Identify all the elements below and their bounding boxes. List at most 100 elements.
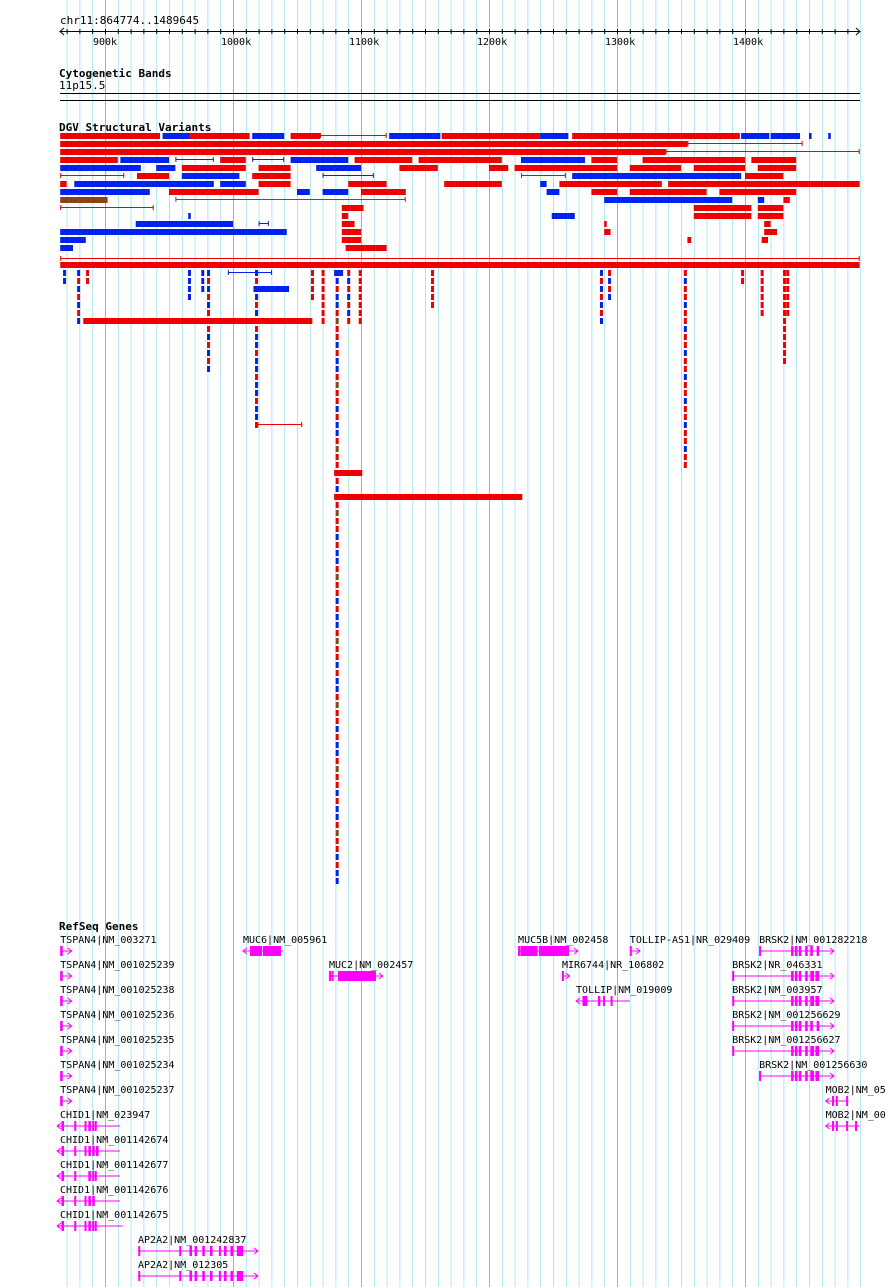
dgv-variant[interactable] (600, 286, 603, 292)
dgv-variant[interactable] (77, 278, 81, 284)
dgv-variant[interactable] (137, 173, 169, 179)
dgv-variant[interactable] (335, 790, 339, 796)
gene-exon[interactable] (794, 1046, 798, 1056)
dgv-variant[interactable] (786, 302, 790, 308)
dgv-variant[interactable] (335, 854, 339, 860)
gene-exon[interactable] (846, 1096, 849, 1106)
dgv-variant[interactable] (783, 310, 787, 316)
dgv-variant[interactable] (683, 366, 687, 372)
gene-label[interactable]: CHID1|NM_001142677 (60, 1160, 168, 1171)
gene-exon[interactable] (138, 1271, 141, 1281)
gene-exon[interactable] (84, 1146, 87, 1156)
dgv-variant[interactable] (608, 294, 612, 300)
dgv-variant-line[interactable] (175, 159, 214, 160)
gene-exon[interactable] (92, 1196, 95, 1206)
dgv-variant[interactable] (335, 846, 339, 852)
dgv-variant[interactable] (255, 342, 259, 348)
gene-exon[interactable] (189, 1271, 193, 1281)
dgv-variant[interactable] (255, 326, 259, 332)
dgv-variant[interactable] (600, 270, 603, 276)
gene-exon[interactable] (791, 996, 794, 1006)
gene-exon[interactable] (88, 1121, 91, 1131)
dgv-variant[interactable] (321, 318, 325, 324)
dgv-variant[interactable] (608, 286, 612, 292)
gene-exon[interactable] (84, 1196, 87, 1206)
gene-exon[interactable] (855, 1121, 858, 1131)
dgv-variant[interactable] (77, 294, 81, 300)
gene-label[interactable]: TSPAN4|NM_001025238 (60, 985, 174, 996)
dgv-variant[interactable] (335, 542, 339, 548)
dgv-variant[interactable] (60, 262, 860, 268)
dgv-variant[interactable] (358, 286, 362, 292)
dgv-variant[interactable] (207, 270, 211, 276)
gene-exon[interactable] (230, 1246, 233, 1256)
dgv-variant[interactable] (255, 334, 259, 340)
dgv-variant[interactable] (60, 229, 287, 235)
dgv-variant[interactable] (252, 133, 285, 139)
gene-exon[interactable] (810, 1021, 813, 1031)
gene-exon[interactable] (88, 1196, 91, 1206)
dgv-variant[interactable] (60, 181, 67, 187)
gene-exon[interactable] (815, 1046, 820, 1056)
dgv-variant[interactable] (683, 286, 687, 292)
dgv-variant[interactable] (60, 133, 161, 139)
dgv-variant[interactable] (255, 406, 259, 412)
dgv-variant[interactable] (540, 181, 547, 187)
gene-exon[interactable] (74, 1196, 77, 1206)
dgv-variant[interactable] (335, 750, 339, 756)
dgv-variant[interactable] (63, 278, 67, 284)
dgv-variant[interactable] (683, 302, 687, 308)
gene-exon[interactable] (224, 1246, 227, 1256)
dgv-variant[interactable] (335, 758, 339, 764)
dgv-variant[interactable] (60, 197, 108, 203)
gene-exon[interactable] (732, 1046, 735, 1056)
dgv-variant[interactable] (207, 278, 211, 284)
dgv-variant[interactable] (86, 270, 90, 276)
dgv-variant[interactable] (181, 173, 240, 179)
gene-label[interactable]: CHID1|NM_023947 (60, 1110, 150, 1121)
dgv-variant[interactable] (783, 318, 787, 324)
dgv-variant[interactable] (358, 318, 362, 324)
dgv-variant[interactable] (623, 141, 688, 147)
dgv-variant[interactable] (335, 550, 339, 556)
gene-exon[interactable] (805, 946, 808, 956)
dgv-variant[interactable] (335, 342, 339, 348)
gene-exon[interactable] (74, 1221, 77, 1231)
dgv-variant[interactable] (629, 165, 681, 171)
dgv-variant[interactable] (335, 606, 339, 612)
dgv-variant[interactable] (751, 157, 797, 163)
gene-exon[interactable] (815, 1071, 820, 1081)
gene-exon[interactable] (329, 971, 331, 981)
dgv-variant[interactable] (683, 422, 687, 428)
gene-exon[interactable] (791, 1071, 794, 1081)
gene-exon[interactable] (810, 946, 813, 956)
dgv-variant[interactable] (683, 310, 687, 316)
dgv-variant[interactable] (335, 670, 339, 676)
dgv-variant[interactable] (786, 310, 790, 316)
dgv-variant[interactable] (335, 326, 339, 332)
dgv-variant[interactable] (431, 294, 435, 300)
gene-exon[interactable] (88, 1171, 91, 1181)
dgv-variant[interactable] (335, 390, 339, 396)
gene-exon[interactable] (262, 946, 281, 956)
dgv-variant-line[interactable] (687, 143, 803, 144)
gene-exon[interactable] (835, 1121, 838, 1131)
dgv-variant[interactable] (572, 173, 742, 179)
dgv-variant[interactable] (335, 574, 339, 580)
dgv-variant[interactable] (335, 766, 339, 772)
gene-label[interactable]: CHID1|NM_001142676 (60, 1185, 168, 1196)
gene-exon[interactable] (794, 946, 798, 956)
dgv-variant[interactable] (760, 278, 764, 284)
gene-exon[interactable] (61, 1196, 65, 1206)
gene-label[interactable]: MUC2|NM_002457 (329, 960, 413, 971)
gene-exon[interactable] (202, 1271, 205, 1281)
dgv-variant[interactable] (60, 165, 141, 171)
dgv-variant-line[interactable] (320, 135, 387, 136)
dgv-variant[interactable] (608, 278, 612, 284)
dgv-variant[interactable] (683, 334, 687, 340)
dgv-variant[interactable] (120, 157, 169, 163)
dgv-variant[interactable] (255, 398, 259, 404)
dgv-variant[interactable] (604, 197, 733, 203)
dgv-variant[interactable] (572, 133, 740, 139)
gene-exon[interactable] (96, 1146, 99, 1156)
